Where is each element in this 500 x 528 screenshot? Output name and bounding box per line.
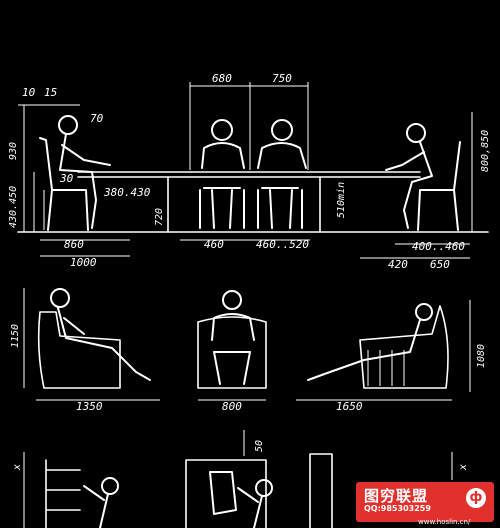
dim-70: 70 [90, 112, 104, 125]
dim-1080: 1080 [476, 344, 487, 368]
dim-1000: 1000 [70, 256, 97, 269]
watermark-title: 图穷联盟 [364, 487, 429, 505]
dim-510min: 510min [336, 182, 347, 218]
dim-430-450: 430.450 [8, 186, 19, 228]
dim-380-430: 380.430 [103, 186, 151, 199]
dim-1150: 1150 [10, 324, 21, 348]
dim-400-460: 400..460 [412, 240, 465, 253]
shelving-section: x 50 x [12, 430, 469, 528]
seated-figure-right [385, 123, 461, 231]
dim-10: 10 [22, 86, 36, 99]
dim-30: 30 [59, 172, 74, 185]
watermark-url: www.hoslin.cn/ [418, 518, 471, 526]
dim-650: 650 [430, 258, 450, 271]
armchair-side-right [307, 303, 449, 389]
dim-800-850: 800,850 [480, 130, 491, 172]
seated-figure-center-1 [199, 119, 245, 229]
seated-figure-center-2 [257, 119, 307, 229]
dim-15: 15 [44, 86, 57, 99]
armchair-side-left [37, 288, 151, 389]
watermark-logo-icon: ф [466, 488, 486, 508]
dim-50: 50 [254, 440, 265, 452]
armchair-front-center [197, 290, 267, 389]
dim-930: 930 [8, 142, 19, 160]
dim-x-right: x [458, 464, 469, 471]
dining-table-section: 680 750 10 15 70 30 930 430.450 380.430 … [8, 72, 491, 271]
armchair-section: 1150 1080 1350 800 1650 [10, 288, 487, 413]
watermark-badge: 图穷联盟 QQ:985303259 ф [356, 482, 494, 522]
dim-460: 460 [204, 238, 224, 251]
seated-figure-left [39, 115, 111, 231]
dim-460-520: 460..520 [256, 238, 309, 251]
dim-720: 720 [154, 208, 165, 226]
dim-750: 750 [272, 72, 292, 85]
dim-420: 420 [388, 258, 408, 271]
dim-1350: 1350 [76, 400, 103, 413]
dim-860: 860 [64, 238, 84, 251]
dim-x-left: x [12, 464, 23, 471]
watermark-qq: QQ:985303259 [364, 504, 431, 513]
dim-1650: 1650 [336, 400, 363, 413]
dim-800: 800 [222, 400, 242, 413]
dim-680: 680 [212, 72, 232, 85]
